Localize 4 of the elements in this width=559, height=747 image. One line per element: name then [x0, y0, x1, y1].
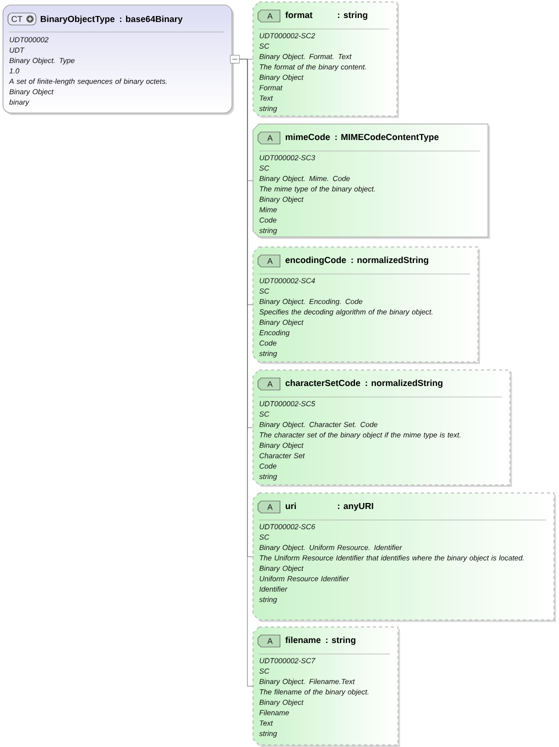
type-badge: CT	[8, 12, 36, 26]
type-name: : base64Binary	[120, 16, 183, 24]
connector	[239, 58, 254, 686]
attribute-name: BinaryObjectType	[40, 16, 115, 24]
